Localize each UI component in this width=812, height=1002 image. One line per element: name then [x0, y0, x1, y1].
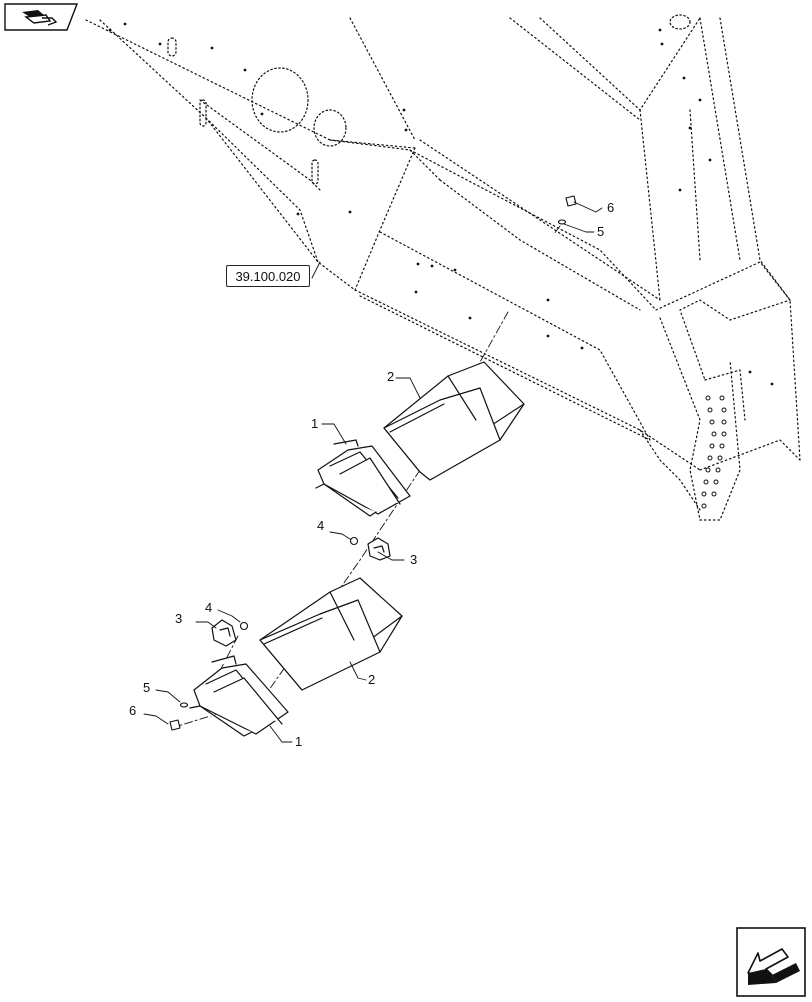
- guard-part-2-lower: [259, 577, 403, 691]
- callout-1-upper[interactable]: 1: [311, 416, 319, 431]
- leader-lines: [143, 201, 603, 743]
- clip-part-3-left: [211, 619, 237, 647]
- washer-part-5-left: [179, 702, 189, 708]
- plate-cutouts: [167, 14, 691, 185]
- clip-part-3-right: [367, 537, 391, 561]
- bracket-part-1-upper: [315, 439, 411, 517]
- callout-1-lower[interactable]: 1: [295, 734, 303, 749]
- nut-part-4-mid: [349, 536, 359, 546]
- callout-5-left[interactable]: 5: [143, 680, 151, 695]
- bolt-part-6-left: [169, 719, 181, 731]
- book-arrow-icon[interactable]: [4, 3, 79, 31]
- guard-part-2-upper: [383, 361, 525, 481]
- bracket-part-1-lower: [189, 655, 289, 737]
- hole-row: [701, 395, 727, 509]
- callout-4-mid[interactable]: 4: [317, 518, 325, 533]
- callout-6-right[interactable]: 6: [607, 200, 615, 215]
- frame-outline: [85, 17, 801, 521]
- reference-label[interactable]: 39.100.020: [235, 268, 301, 284]
- reference-label-box[interactable]: 39.100.020: [226, 265, 310, 287]
- callout-4-left[interactable]: 4: [205, 600, 213, 615]
- callout-3-right[interactable]: 3: [410, 552, 418, 567]
- nut-part-4-left: [239, 621, 249, 631]
- bolt-holes: [108, 22, 774, 386]
- bolt-part-6-right: [565, 195, 577, 207]
- callout-5-right[interactable]: 5: [597, 224, 605, 239]
- callout-3-left[interactable]: 3: [175, 611, 183, 626]
- washer-part-5-right: [557, 219, 567, 225]
- callout-2-lower[interactable]: 2: [368, 672, 376, 687]
- callout-2-upper[interactable]: 2: [387, 369, 395, 384]
- next-page-arrow-icon[interactable]: [736, 927, 806, 997]
- callout-6-left[interactable]: 6: [129, 703, 137, 718]
